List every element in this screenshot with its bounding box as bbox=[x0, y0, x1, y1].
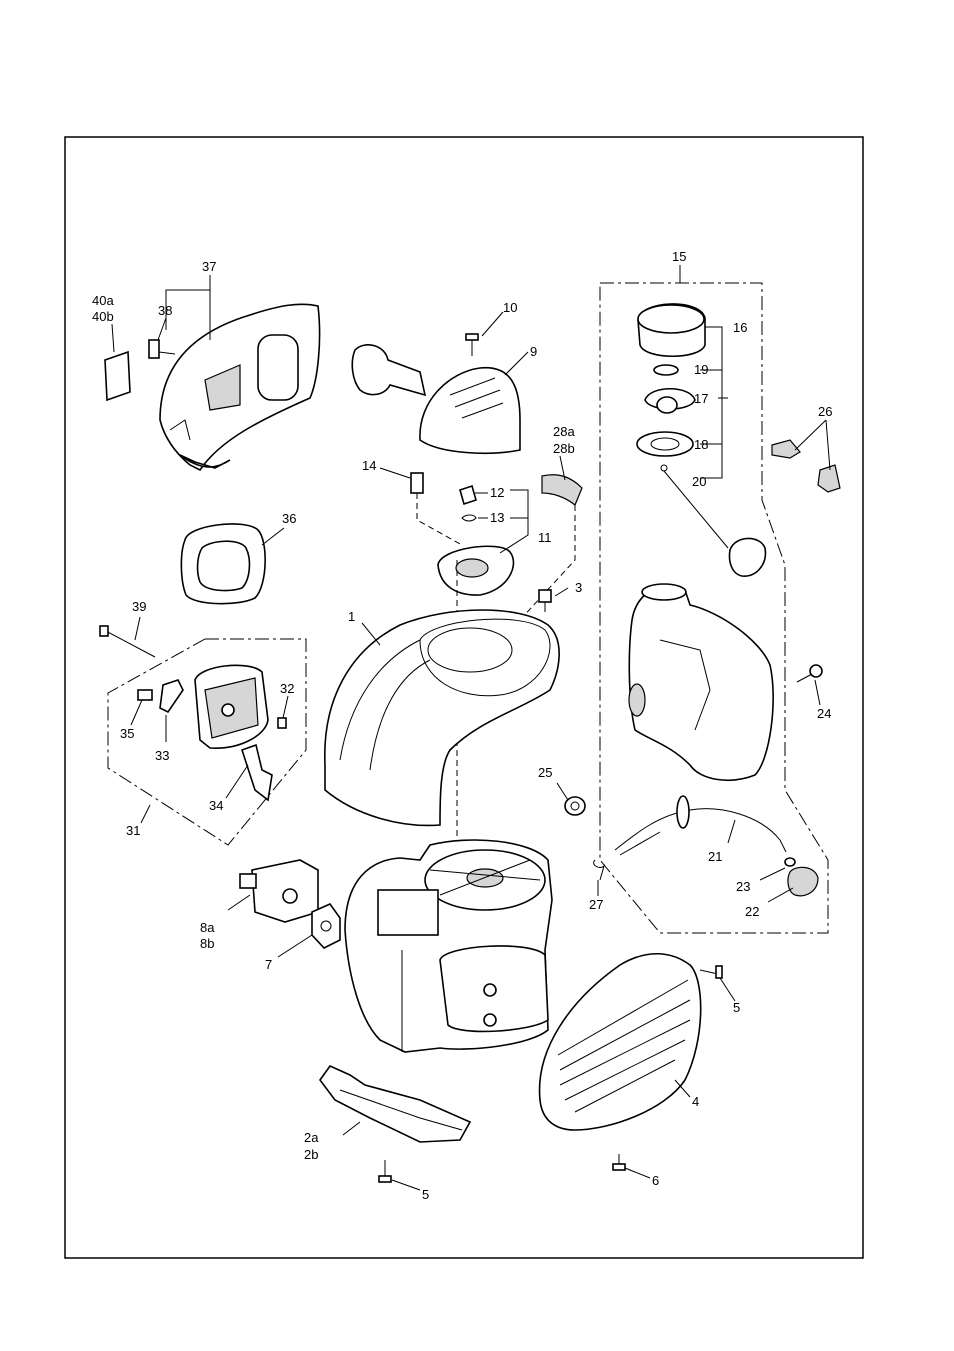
label-11: 11 bbox=[538, 530, 552, 545]
label-4: 4 bbox=[692, 1094, 699, 1109]
air-filter-element-icon bbox=[180, 523, 266, 605]
label-27: 27 bbox=[589, 897, 603, 912]
label-10: 10 bbox=[503, 300, 517, 315]
label-23: 23 bbox=[736, 879, 750, 894]
air-filter-group-outline bbox=[107, 638, 307, 846]
label-16: 16 bbox=[733, 320, 747, 335]
fuel-tank-group-outline bbox=[599, 282, 829, 934]
label-40b: 40b bbox=[92, 309, 114, 324]
label-18: 18 bbox=[694, 437, 708, 452]
starter-screw-icon bbox=[465, 333, 479, 356]
air-filter-cover-screw-icon bbox=[148, 339, 176, 359]
leader-lines bbox=[111, 265, 831, 1191]
fuel-cap-icon bbox=[636, 303, 706, 457]
muffler-cover-icon bbox=[538, 953, 702, 1131]
label-25: 25 bbox=[538, 765, 552, 780]
label-21: 21 bbox=[708, 849, 722, 864]
sticker-icon bbox=[104, 350, 131, 402]
engine-icon bbox=[344, 839, 553, 1053]
label-pad-icon bbox=[541, 474, 583, 506]
label-7: 7 bbox=[265, 957, 272, 972]
label-2a: 2a bbox=[304, 1130, 319, 1145]
label-5-bottom: 5 bbox=[422, 1187, 429, 1202]
label-26: 26 bbox=[818, 404, 832, 419]
label-36: 36 bbox=[282, 511, 296, 526]
label-37: 37 bbox=[202, 259, 216, 274]
label-28b: 28b bbox=[553, 441, 575, 456]
label-34: 34 bbox=[209, 798, 223, 813]
label-15: 15 bbox=[672, 249, 686, 264]
label-35: 35 bbox=[120, 726, 134, 741]
label-38: 38 bbox=[158, 303, 172, 318]
label-12: 12 bbox=[490, 485, 504, 500]
diagram-frame bbox=[64, 136, 864, 1259]
gasket-icon bbox=[311, 903, 341, 949]
label-8b: 8b bbox=[200, 936, 214, 951]
bottom-cover-icon bbox=[319, 1065, 472, 1143]
label-3: 3 bbox=[575, 580, 582, 595]
label-17: 17 bbox=[694, 391, 708, 406]
cover-screw-icon bbox=[378, 965, 723, 1183]
clip-icon bbox=[593, 859, 606, 881]
label-14: 14 bbox=[362, 458, 376, 473]
label-32: 32 bbox=[280, 681, 294, 696]
fuel-tank-icon bbox=[628, 583, 774, 781]
label-39: 39 bbox=[132, 599, 146, 614]
rubber-mount-icon bbox=[817, 464, 841, 493]
label-6: 6 bbox=[652, 1173, 659, 1188]
label-8a: 8a bbox=[200, 920, 215, 935]
label-28a: 28a bbox=[553, 424, 575, 439]
label-19: 19 bbox=[694, 362, 708, 377]
label-24: 24 bbox=[817, 706, 831, 721]
fan-housing-icon bbox=[324, 609, 560, 827]
rubber-mount-icon bbox=[771, 439, 801, 459]
label-40a: 40a bbox=[92, 293, 114, 308]
carburetor-icon bbox=[239, 859, 319, 923]
label-1: 1 bbox=[348, 609, 355, 624]
label-33: 33 bbox=[155, 748, 169, 763]
label-22: 22 bbox=[745, 904, 759, 919]
air-filter-cover-icon bbox=[159, 303, 321, 472]
label-9: 9 bbox=[530, 344, 537, 359]
label-20: 20 bbox=[692, 474, 706, 489]
tank-screw-icon bbox=[796, 664, 823, 683]
label-2b: 2b bbox=[304, 1147, 318, 1162]
label-5-right: 5 bbox=[733, 1000, 740, 1015]
starter-housing-icon bbox=[351, 344, 521, 454]
label-13: 13 bbox=[490, 510, 504, 525]
long-bolt-icon bbox=[99, 625, 156, 658]
label-31: 31 bbox=[126, 823, 140, 838]
grommet-icon bbox=[564, 796, 586, 816]
fuel-filter-icon bbox=[784, 857, 819, 897]
housing-screw-icon bbox=[538, 589, 552, 612]
fuel-line-icon bbox=[614, 795, 787, 856]
air-filter-base-icon bbox=[137, 664, 287, 802]
fuel-strainer-icon bbox=[660, 464, 767, 577]
